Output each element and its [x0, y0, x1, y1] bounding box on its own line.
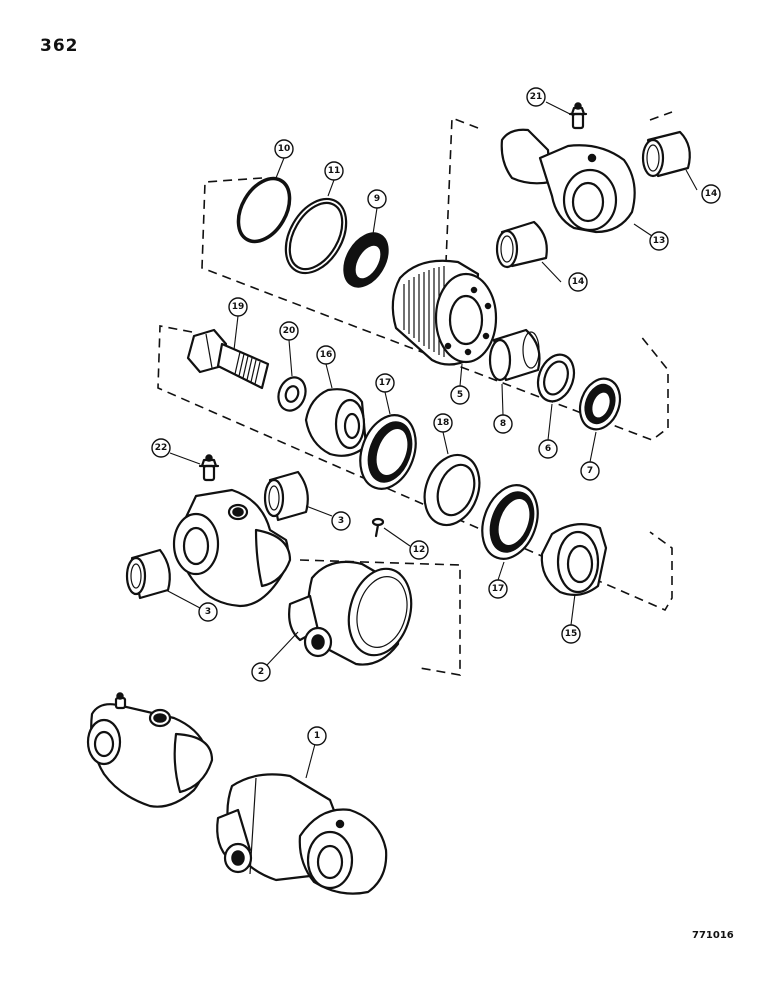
callout-14-upper-label: 14 [705, 189, 718, 199]
callout-19: 19 [228, 297, 248, 317]
callout-22-label: 22 [155, 443, 168, 453]
page-number: 362 [40, 36, 79, 56]
callout-3-lower: 3 [198, 602, 218, 622]
part-7-rod-seal [578, 377, 622, 431]
part-9-wiper-seal [343, 232, 389, 288]
part-17-piston-seal-upper [359, 414, 417, 490]
callout-6: 6 [538, 439, 558, 459]
callout-16: 16 [316, 345, 336, 365]
callout-19-label: 19 [232, 302, 245, 312]
callout-9: 9 [367, 189, 387, 209]
callout-15: 15 [561, 624, 581, 644]
callout-17-lower: 17 [488, 579, 508, 599]
part-14-bushing-lower [495, 220, 548, 269]
callout-11-label: 11 [328, 166, 341, 176]
callout-11: 11 [324, 161, 344, 181]
callout-5: 5 [450, 385, 470, 405]
callout-1-label: 1 [314, 731, 320, 741]
part-16-piston [304, 388, 368, 457]
part-12-set-screw [371, 517, 385, 538]
part-21-grease-fitting [568, 102, 588, 130]
part-1-cylinder-assembly [86, 692, 388, 895]
part-3-bushing-lower [125, 548, 171, 600]
callout-17-upper-label: 17 [379, 378, 392, 388]
callout-8: 8 [493, 414, 513, 434]
callout-2: 2 [251, 662, 271, 682]
part-17-piston-seal-lower [481, 484, 539, 560]
callout-16-label: 16 [320, 350, 333, 360]
callout-10-label: 10 [278, 144, 291, 154]
callout-10: 10 [274, 139, 294, 159]
callout-6-label: 6 [545, 444, 551, 454]
callout-3-lower-label: 3 [205, 607, 211, 617]
callout-1: 1 [307, 726, 327, 746]
part-22-grease-fitting [198, 454, 220, 482]
part-5-cylinder-gland [391, 259, 498, 366]
callout-17-upper: 17 [375, 373, 395, 393]
outline-middle [157, 325, 673, 612]
callout-18-label: 18 [437, 418, 450, 428]
part-2-cylinder-barrel [288, 560, 413, 666]
callout-8-label: 8 [500, 419, 506, 429]
callout-20: 20 [279, 321, 299, 341]
base-end-clevis [172, 488, 292, 608]
callout-9-label: 9 [374, 194, 380, 204]
callout-3-upper: 3 [331, 511, 351, 531]
callout-20-label: 20 [283, 326, 296, 336]
outline-lower [299, 559, 461, 676]
part-18-wear-ring [423, 453, 481, 527]
callout-14-upper: 14 [701, 184, 721, 204]
part-8-bushing [488, 328, 541, 382]
callout-7-label: 7 [587, 466, 593, 476]
callout-15-label: 15 [565, 629, 578, 639]
callout-18: 18 [433, 413, 453, 433]
part-3-bushing-upper [263, 470, 309, 522]
part-13-rod-eye [500, 128, 636, 234]
callout-14-lower-label: 14 [572, 277, 585, 287]
part-20-washer [277, 376, 307, 412]
callout-21-label: 21 [530, 92, 543, 102]
callout-5-label: 5 [457, 390, 463, 400]
callout-13: 13 [649, 231, 669, 251]
outline-rod-end-right [649, 111, 673, 121]
callout-14-lower: 14 [568, 272, 588, 292]
callout-22: 22 [151, 438, 171, 458]
callout-12-label: 12 [413, 545, 426, 555]
part-10-retaining-ring [236, 176, 292, 244]
callout-17-lower-label: 17 [492, 584, 505, 594]
callout-21: 21 [526, 87, 546, 107]
part-15-piston [540, 523, 608, 597]
part-11-o-ring [284, 197, 348, 275]
outline-rod-end [445, 116, 479, 277]
callout-2-label: 2 [258, 667, 264, 677]
callout-13-label: 13 [653, 236, 666, 246]
part-14-bushing-upper [641, 130, 691, 178]
figure-code: 771016 [692, 930, 734, 941]
leader-lines [165, 101, 698, 779]
callout-12: 12 [409, 540, 429, 560]
part-19-bolt [186, 328, 270, 390]
callout-3-upper-label: 3 [338, 516, 344, 526]
part-6-back-up-ring [536, 353, 576, 403]
callout-7: 7 [580, 461, 600, 481]
